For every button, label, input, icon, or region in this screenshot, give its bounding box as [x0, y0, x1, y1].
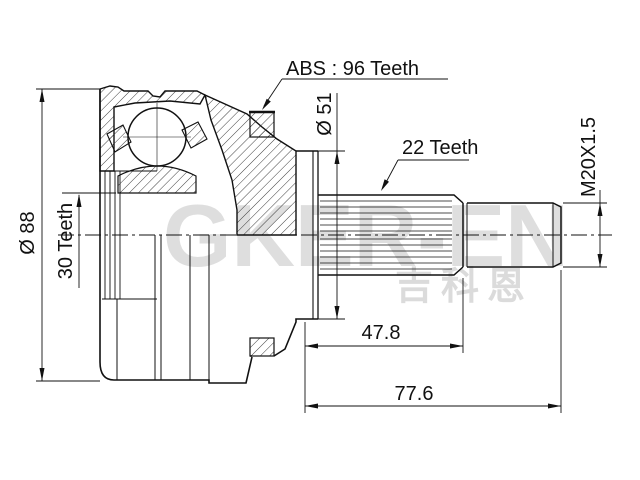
watermark: GKER-EN 吉科恩 [163, 186, 569, 308]
arrowhead-up [597, 203, 603, 216]
spline-outline [318, 194, 464, 276]
cv-joint-housing [99, 85, 318, 384]
dim-text-m20: M20X1.5 [578, 117, 600, 197]
body-feature-lines [116, 235, 210, 380]
abs-ring-top [249, 111, 275, 138]
inner-race-section [117, 165, 197, 194]
thread-outline [467, 202, 562, 268]
arrowhead-left [305, 343, 318, 349]
arrowhead-down [597, 254, 603, 267]
cup-wall-section [99, 85, 206, 172]
dimension-dia51: Ø 51 [296, 92, 345, 320]
arrowhead-down [334, 306, 340, 319]
dim-text-abs: ABS : 96 Teeth [286, 58, 419, 80]
arrowhead-up [334, 151, 340, 164]
spline-teeth-lines [320, 200, 452, 270]
arrowhead [381, 179, 389, 191]
dimension-m20: M20X1.5 [563, 117, 607, 268]
arrowhead-up [39, 89, 45, 102]
arrowhead-right [548, 403, 561, 409]
arrowhead-up [76, 194, 82, 207]
dim-text-dia51: Ø 51 [314, 92, 336, 135]
dimension-77-6: 77.6 [305, 270, 562, 413]
cage-segment-left [106, 124, 132, 153]
dimension-30-teeth: 30 Teeth [55, 192, 116, 288]
arrowhead [262, 98, 271, 110]
dimension-dia88: Ø 88 [17, 88, 100, 382]
dim-text-77-6: 77.6 [395, 383, 434, 405]
threaded-shaft [467, 202, 562, 268]
dim-text-30-teeth: 30 Teeth [55, 203, 77, 279]
arrowhead-left [305, 403, 318, 409]
arrowhead-right [450, 343, 463, 349]
dimension-47-8: 47.8 [304, 278, 464, 413]
arrowhead-down [39, 368, 45, 381]
mouth-step-lines [104, 171, 121, 299]
dim-text-dia88: Ø 88 [17, 211, 39, 254]
cage-segment-right [181, 121, 208, 149]
dimension-abs-teeth: ABS : 96 Teeth [262, 58, 448, 110]
watermark-cjk-text: 吉科恩 [395, 266, 533, 308]
dimension-22-teeth: 22 Teeth [381, 137, 478, 191]
abs-ring-bottom [249, 337, 275, 357]
dim-text-22-teeth: 22 Teeth [402, 137, 478, 159]
dim-text-47-8: 47.8 [362, 322, 401, 344]
spline-shaft [296, 150, 468, 319]
